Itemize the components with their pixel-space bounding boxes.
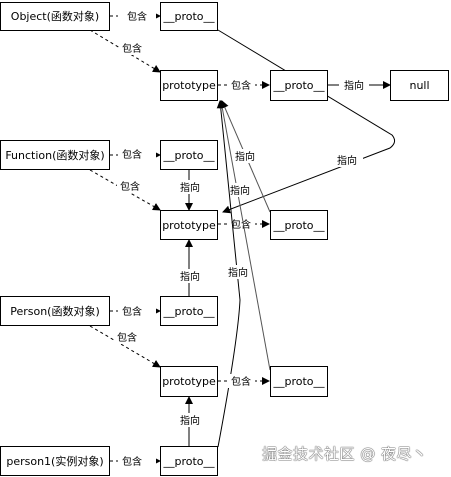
node-function-prototype[interactable]: prototype: [160, 210, 218, 240]
edge-person1-proto-to-object-prototype: [216, 100, 241, 448]
node-person1-proto[interactable]: __proto__: [160, 446, 218, 476]
edge-label-person-proto-points: 指向: [180, 270, 200, 283]
edge-label-proto-points-null: 指向: [344, 79, 364, 92]
edge-person-contains-prototype: [89, 325, 161, 368]
edge-person-prototype-proto-to-object-prototype: [218, 100, 271, 371]
edge-label-function-contains-proto: 包含: [122, 148, 142, 161]
node-object-prototype-proto[interactable]: __proto__: [270, 70, 328, 101]
edge-object-proto-to-function-prototype: [217, 29, 396, 214]
edge-label-person1-contains-proto: 包含: [122, 455, 142, 468]
node-function-fn[interactable]: Function(函数对象): [0, 140, 110, 170]
edge-label-object-proto-points: 指向: [337, 154, 357, 167]
edge-label-object-contains-prototype: 包含: [122, 42, 142, 55]
node-function-proto[interactable]: __proto__: [160, 140, 218, 170]
edge-function-contains-prototype: [89, 169, 161, 211]
edge-label-function-prototype-contains: 包含: [231, 218, 251, 231]
edge-label-function-contains-prototype: 包含: [120, 180, 140, 193]
edge-label-person1-proto-points: 指向: [228, 266, 248, 279]
edge-label-function-proto-points: 指向: [180, 181, 200, 194]
node-object-proto[interactable]: __proto__: [160, 2, 218, 31]
edge-object-contains-prototype: [89, 29, 161, 73]
edge-label-person1-proto-points-pp: 指向: [180, 414, 200, 427]
edge-label-object-contains-proto: 包含: [127, 10, 147, 23]
edge-label-object-prototype-contains: 包含: [231, 79, 251, 92]
node-person-proto[interactable]: __proto__: [160, 296, 218, 326]
node-person1-obj[interactable]: person1(实例对象): [0, 446, 110, 476]
node-person-prototype-proto[interactable]: __proto__: [270, 366, 328, 397]
watermark-text: 掘金技术社区 @ 夜尽丶: [262, 445, 428, 463]
node-object-prototype[interactable]: prototype: [160, 70, 218, 101]
node-person-fn[interactable]: Person(函数对象): [0, 296, 110, 326]
node-null[interactable]: null: [390, 70, 449, 101]
edge-label-person-prototype-contains: 包含: [231, 375, 251, 388]
edge-label-pp-proto-points: 指向: [230, 184, 250, 197]
node-person-prototype[interactable]: prototype: [160, 366, 218, 397]
edge-label-fp-proto-points: 指向: [235, 150, 255, 163]
node-function-prototype-proto[interactable]: __proto__: [270, 210, 328, 240]
edge-label-person-contains-prototype: 包含: [117, 331, 137, 344]
node-object-fn[interactable]: Object(函数对象): [0, 2, 110, 31]
edge-label-person-contains-proto: 包含: [122, 305, 142, 318]
